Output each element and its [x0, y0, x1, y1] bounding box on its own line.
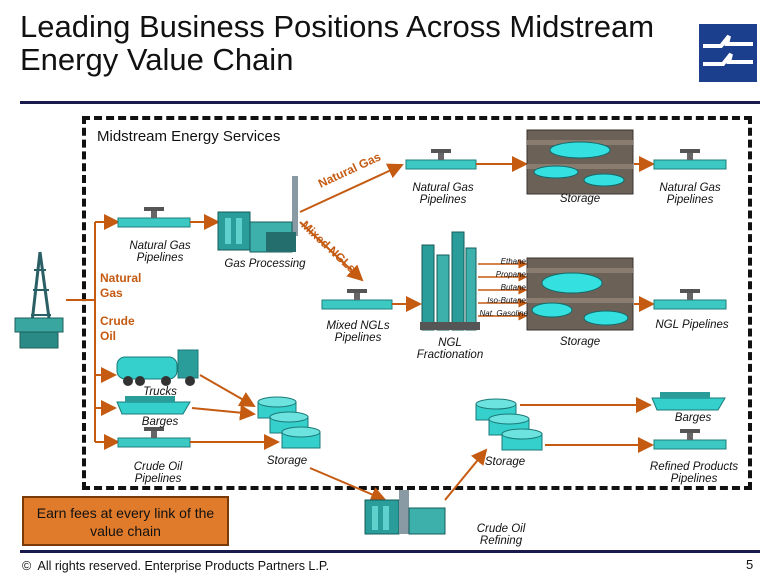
mixed-ngls-pipelines-label: Mixed NGLs Pipelines: [326, 320, 390, 344]
refined-products-pipelines-label: Refined Products Pipelines: [649, 461, 739, 485]
storage-ngl-label: Storage: [559, 336, 601, 348]
gas-storage-cavern-icon: [526, 129, 634, 195]
refined-products-pipeline-icon: [653, 429, 727, 450]
ngl-pipelines-label: NGL Pipelines: [655, 319, 729, 331]
ngl-product-label: Nat. Gasoline: [479, 309, 528, 318]
ng-pipelines-out-label: Natural Gas Pipelines: [659, 182, 721, 206]
trucks-label: Trucks: [143, 386, 177, 398]
crude-oil-source-label: Crude Oil: [100, 314, 135, 343]
refinery-icon: [364, 490, 446, 535]
natural-gas-pipeline-icon: [405, 149, 477, 170]
ngl-product-label: Butane: [500, 283, 526, 292]
ngl-fractionation-label: NGL Fractionation: [416, 337, 484, 361]
refined-storage-tanks-icon: [475, 398, 543, 451]
ng-pipelines-mid-label: Natural Gas Pipelines: [412, 182, 474, 206]
ngl-product-label: Iso-Butane: [487, 296, 526, 305]
gas-processing-plant-icon: [217, 176, 298, 253]
mixed-ngls-pipeline-icon: [321, 289, 393, 310]
barges-in-label: Barges: [141, 416, 179, 428]
barge-icon: [116, 396, 191, 415]
oil-rig-icon: [14, 251, 64, 349]
natural-gas-source-label: Natural Gas: [100, 271, 142, 300]
ngl-storage-cavern-icon: [526, 257, 634, 331]
gas-processing-label: Gas Processing: [224, 258, 306, 270]
copyright-icon: ©: [22, 559, 32, 573]
truck-icon: [116, 349, 199, 386]
footer-rule: [20, 550, 760, 553]
section-title: Midstream Energy Services: [97, 128, 281, 145]
ngl-product-label: Ethane: [500, 257, 526, 266]
natural-gas-pipeline-icon: [653, 149, 727, 170]
crude-storage-tanks-icon: [257, 396, 321, 449]
page-title: Leading Business Positions Across Midstr…: [20, 9, 655, 77]
storage-gas-label: Storage: [559, 193, 601, 205]
midstream-services-boundary: [82, 116, 752, 490]
ngl-pipeline-icon: [653, 289, 727, 310]
ng-pipelines-in-label: Natural Gas Pipelines: [129, 240, 191, 264]
page-number: 5: [746, 557, 754, 572]
natural-gas-pipeline-icon: [117, 207, 191, 228]
barge-icon: [651, 392, 726, 411]
storage-crude-label: Storage: [266, 455, 308, 467]
ngl-fractionation-tower-icon: [420, 231, 480, 331]
crude-oil-refining-label: Crude Oil Refining: [476, 523, 526, 547]
title-rule: [20, 101, 760, 104]
crude-oil-pipelines-label: Crude Oil Pipelines: [133, 461, 183, 485]
company-logo: [699, 24, 757, 82]
footer-copyright: All rights reserved. Enterprise Products…: [37, 559, 330, 573]
barges-out-label: Barges: [674, 412, 712, 424]
footer-text: © All rights reserved. Enterprise Produc…: [22, 559, 329, 573]
ngl-product-lines: [478, 259, 528, 321]
storage-refined-label: Storage: [484, 456, 526, 468]
ngl-product-label: Propane: [495, 270, 526, 279]
crude-oil-pipeline-icon: [117, 427, 191, 448]
fees-callout: Earn fees at every link of the value cha…: [22, 496, 229, 546]
